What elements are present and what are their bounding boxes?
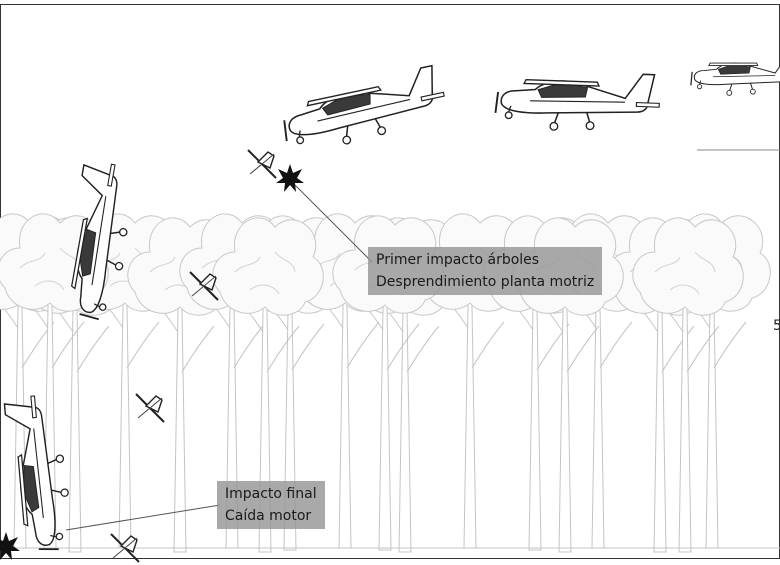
aircraft-icon [493,68,662,135]
leader-line-first-impact [294,184,373,263]
propeller-debris-icon [135,393,165,423]
first-impact-line1: Primer impacto árboles [376,252,540,268]
leader-line-final-impact [65,504,221,531]
aircraft-icon [690,56,780,96]
propeller-debris-icon [247,149,277,179]
aircraft-icon [276,63,451,157]
edge-fragment-text: 5 [773,318,780,334]
final-impact-line2: Caída motor [225,508,312,524]
impact-burst-icon [276,164,304,192]
first-impact-line2: Desprendimiento planta motriz [376,274,595,290]
final-impact-line1: Impacto final [225,486,317,502]
first-impact-label: Primer impacto árboles Desprendimiento p… [368,247,603,295]
final-impact-label: Impacto final Caída motor [217,481,325,529]
